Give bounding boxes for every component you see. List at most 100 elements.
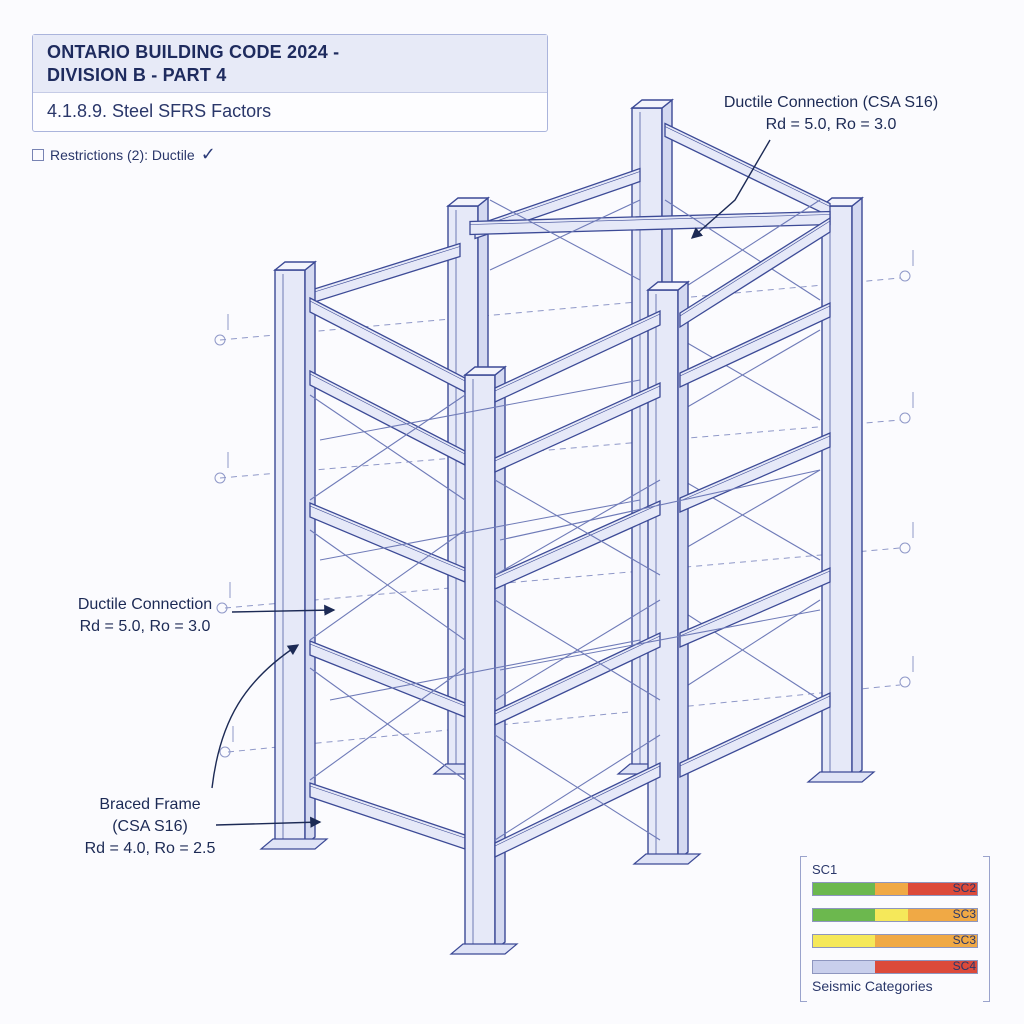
legend-bar [812,934,978,948]
restrictions-row: Restrictions (2): Ductile ✓ [32,144,216,165]
callout-leaders [211,139,771,828]
grid-marker-icon [214,472,226,484]
code-section-subtitle: 4.1.8.9. Steel SFRS Factors [47,101,272,121]
beam-right-face-3-flange [494,635,661,715]
callout-top-line2: Rd = 5.0, Ro = 3.0 [765,116,897,133]
beam-left-face-2 [309,502,466,583]
legend-bar [812,960,978,974]
legend-bar-segment [908,883,977,895]
beam-left-face-1-flange [309,373,466,455]
legend-bar-segment [813,935,876,947]
column-front-right-base-plate [632,853,702,865]
floor-brace [319,379,641,441]
column-far-right-face [821,205,853,779]
left-face-brace [309,394,466,501]
legend-bar-segment [813,909,876,921]
code-title-line1: ONTARIO BUILDING CODE 2024 - [47,42,340,62]
beam-left-face-3-flange [309,643,466,707]
back-brace [664,199,821,301]
code-title-block: ONTARIO BUILDING CODE 2024 - DIVISION B … [33,35,547,93]
beam-right-face-5-flange [679,220,831,317]
beam-right-face-2 [494,499,661,591]
column-back-left-cap [446,197,490,207]
callout-bottom-line2: (CSA S16) [112,818,188,835]
legend-bar [812,882,978,896]
beam-right-face-4 [494,761,661,859]
column-front-right-cap [646,281,690,291]
beam-left-face-1 [309,369,466,467]
back-brace [489,199,641,271]
code-title-line2: DIVISION B - PART 4 [47,65,227,85]
column-far-right-cap [820,197,864,207]
beam-left-face-2-flange [309,505,466,572]
beam-right-face-9 [679,691,831,779]
legend-bar-label: SC4 [952,959,976,973]
beam-top-right-back [664,122,831,218]
beam-right-face-6-flange [679,305,831,377]
beam-top-back-flange [474,171,641,229]
legend-bar-label: SC3 [952,933,976,947]
floor-brace [499,609,821,671]
beam-top-left-back [299,242,461,308]
beam-right-face-2-flange [494,503,661,579]
beam-right-face-3 [494,631,661,727]
column-front-middle-cap [463,366,507,376]
beam-right-face-1 [494,381,661,474]
legend-bar-segment [813,883,876,895]
callout-middle-line1: Ductile Connection [77,596,213,613]
grid-marker-icon [899,676,911,688]
legend-bar [812,908,978,922]
right-face-brace [494,599,661,701]
restrictions-checkbox[interactable] [32,148,44,161]
beam-right-face-7-flange [679,435,831,502]
grid-marker-icon [899,412,911,424]
beam-right-face-4-flange [494,765,661,847]
legend-bar-segment [908,935,977,947]
left-face-brace [309,529,466,641]
column-front-left-cap [273,261,317,271]
beam-left-face-0-flange [309,300,466,382]
legend-bar-segment [875,883,909,895]
legend-bar-label: SC2 [952,881,976,895]
legend-bar-segment [875,961,909,973]
floor-brace [319,499,641,561]
callout-top-line1: Ductile Connection (CSA S16) [723,94,939,111]
callout-braced-frame: Braced Frame (CSA S16) Rd = 4.0, Ro = 2.… [70,794,230,860]
dimension-line [219,419,901,479]
dimension-line [227,684,901,753]
beam-right-face-0 [494,309,661,404]
legend-bar-segment [875,909,909,921]
callout-bottom-line3: Rd = 4.0, Ro = 2.5 [84,840,216,857]
column-front-left-side [304,260,316,847]
leader-middle [231,604,336,616]
leader-braced-curve [211,644,300,789]
callout-bottom-line1: Braced Frame [99,796,201,813]
beam-right-face-1-flange [494,385,661,462]
steel-frame-structure [214,98,914,955]
beam-top-left-back-flange [299,246,461,297]
column-front-middle-face [464,374,496,951]
legend-bar-segment [875,935,909,947]
callout-ductile-connection-middle: Ductile Connection Rd = 5.0, Ro = 3.0 [60,594,230,638]
column-front-left-face [274,269,306,846]
beam-right-face-9-flange [679,695,831,767]
dimension-line [219,277,901,341]
beam-left-face-4-flange [309,785,466,839]
legend-title: SC1 [812,862,838,877]
grid-marker-icon [219,746,231,758]
back-brace [664,599,821,701]
legend-bar-segment [908,909,977,921]
beam-right-face-5 [679,216,831,329]
code-reference-panel: ONTARIO BUILDING CODE 2024 - DIVISION B … [32,34,548,132]
legend-bracket-left [800,856,807,1002]
beam-top-diag-flange [469,214,831,225]
checkmark-icon: ✓ [200,144,216,164]
column-far-right-base-plate [806,771,876,783]
callout-ductile-connection-top: Ductile Connection (CSA S16) Rd = 5.0, R… [700,92,962,136]
floor-brace [329,639,641,701]
beam-left-face-4 [309,782,466,850]
back-brace [489,199,641,281]
column-front-middle-base-plate [449,943,519,955]
beam-right-face-0-flange [494,313,661,392]
dimension-line [224,547,901,609]
